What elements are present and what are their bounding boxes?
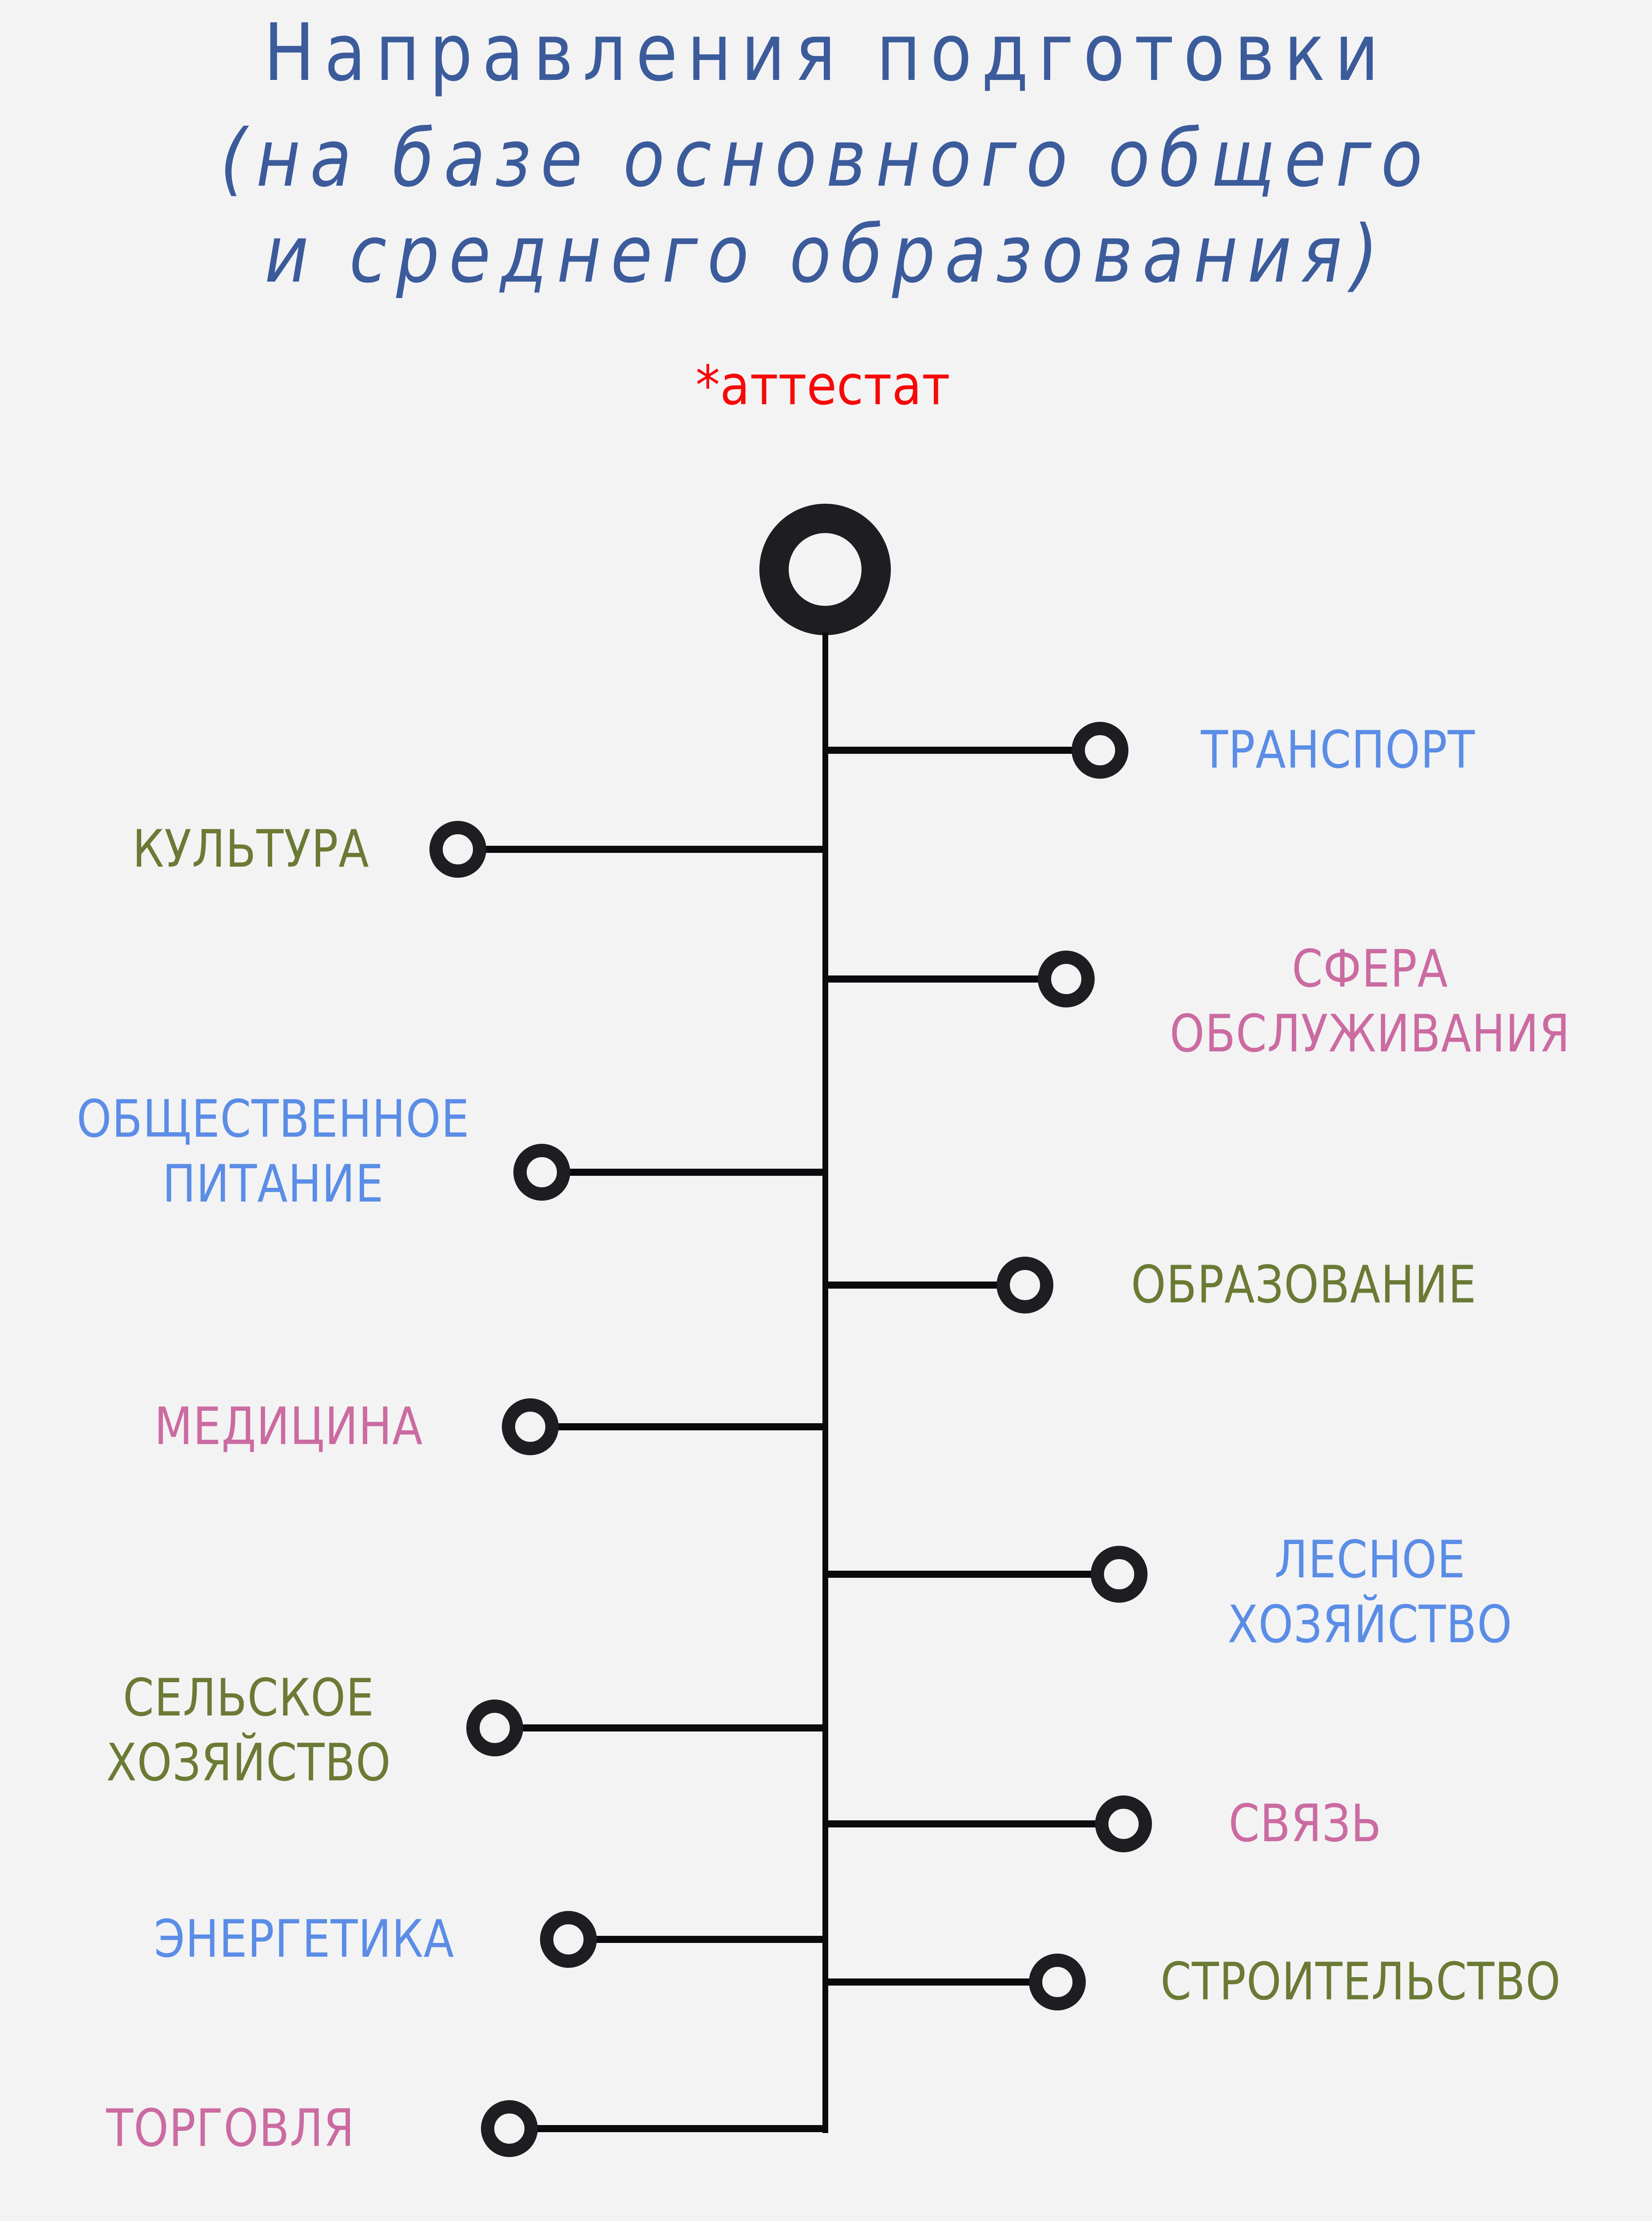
trunk-line [822,633,828,2133]
branch-line-agriculture [520,1724,825,1731]
branch-node-circle-icon [429,821,486,878]
branch-label-education: ОБРАЗОВАНИЕ [1131,1253,1477,1317]
branch-label-forestry: ЛЕСНОЕ ХОЗЯЙСТВО [1227,1528,1512,1657]
branch-node-circle-icon [481,2100,538,2157]
branch-label-text: ОБРАЗОВАНИЕ [1131,1255,1477,1315]
page-title-line-2: (на базе основного общего [220,112,1432,204]
branch-node-circle-icon [997,1257,1053,1313]
branch-label-text: МЕДИЦИНА [154,1397,423,1457]
branch-line-transport [825,747,1075,754]
branch-label-text: ТОРГОВЛЯ [106,2098,355,2158]
branch-node-circle-icon [1029,1954,1086,2010]
branch-node-circle-icon [502,1398,559,1455]
branch-label-text: СВЯЗЬ [1228,1794,1382,1854]
branch-label-energy: ЭНЕРГЕТИКА [154,1907,454,1972]
root-circle-icon [759,504,891,635]
branch-node-circle-icon [1095,1795,1152,1852]
branch-label-services: СФЕРА ОБСЛУЖИВАНИЯ [1170,937,1570,1067]
branch-line-services [825,975,1041,983]
branch-label-text: СЕЛЬСКОЕ [123,1668,375,1728]
branch-line-medicine [556,1423,825,1430]
branch-label-text: СТРОИТЕЛЬСТВО [1160,1952,1561,2012]
page-title-line-1: Направления подготовки [263,7,1389,99]
branch-label-text: ПИТАНИЕ [162,1154,384,1214]
branch-label-agriculture: СЕЛЬСКОЕ ХОЗЯЙСТВО [106,1666,391,1795]
branch-label-text: КУЛЬТУРА [132,819,369,879]
branch-label-text: ХОЗЯЙСТВО [106,1733,391,1793]
branch-label-catering: ОБЩЕСТВЕННОЕ ПИТАНИЕ [77,1087,470,1217]
branch-label-text: ЛЕСНОЕ [1274,1530,1466,1590]
branch-line-education [825,1282,1000,1289]
branch-label-text: ХОЗЯЙСТВО [1227,1595,1513,1655]
branch-label-text: ОБЩЕСТВЕННОЕ [76,1089,470,1149]
branch-node-circle-icon [513,1144,570,1201]
branch-label-trade: ТОРГОВЛЯ [106,2096,355,2161]
branch-line-trade [535,2125,825,2132]
branch-node-circle-icon [1072,722,1128,779]
branch-line-culture [483,846,825,853]
branch-label-communications: СВЯЗЬ [1229,1791,1382,1856]
branch-label-text: СФЕРА [1292,939,1448,999]
branch-line-communications [825,1820,1098,1827]
attestat-note: *аттестат [695,354,950,417]
branch-label-transport: ТРАНСПОРТ [1201,718,1475,783]
branch-label-culture: КУЛЬТУРА [132,817,369,882]
branch-line-energy [594,1936,825,1943]
branch-line-catering [567,1169,825,1176]
branch-label-text: ЭНЕРГЕТИКА [154,1909,455,1969]
branch-line-forestry [825,1571,1094,1578]
branch-label-medicine: МЕДИЦИНА [155,1394,423,1459]
branch-line-construction [825,1978,1032,1986]
branch-node-circle-icon [1038,951,1095,1007]
branch-node-circle-icon [466,1700,523,1756]
branch-label-text: ОБСЛУЖИВАНИЯ [1169,1004,1571,1064]
page-title-line-3: и среднего образования) [264,208,1388,300]
branch-node-circle-icon [540,1911,597,1968]
branch-label-text: ТРАНСПОРТ [1201,720,1475,780]
branch-node-circle-icon [1091,1546,1148,1603]
branch-label-construction: СТРОИТЕЛЬСТВО [1160,1950,1561,2014]
